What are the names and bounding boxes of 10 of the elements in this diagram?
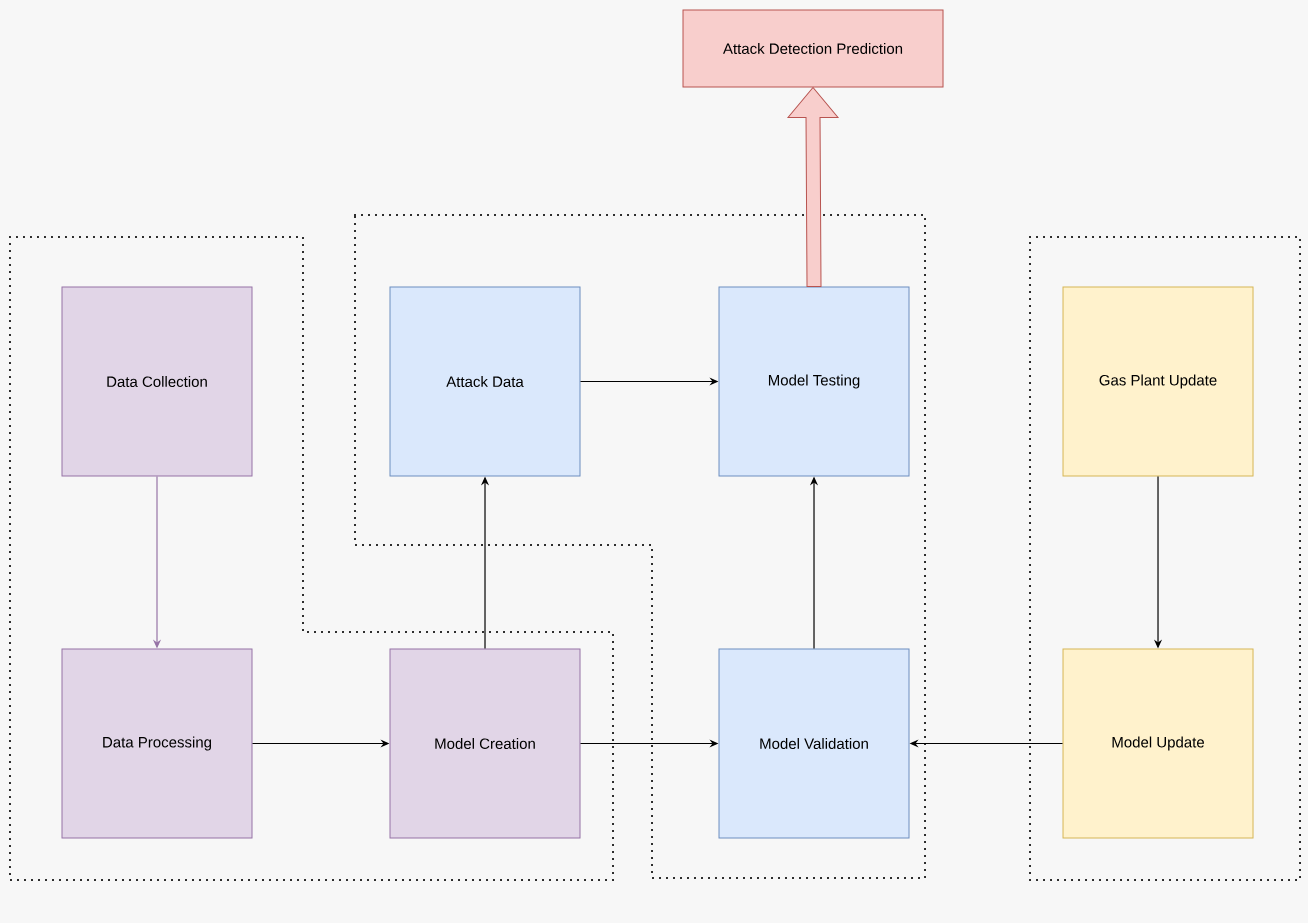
process-box: Attack Detection Prediction [682, 9, 944, 88]
process-box: Model Update [1062, 648, 1254, 839]
block-arrow [787, 87, 839, 287]
process-box: Gas Plant Update [1062, 286, 1254, 477]
process-box: Model Validation [718, 648, 910, 839]
process-box: Model Testing [718, 286, 910, 477]
process-box: Data Processing [61, 648, 253, 839]
process-box: Attack Data [389, 286, 581, 477]
process-box: Model Creation [389, 648, 581, 839]
process-box: Data Collection [61, 286, 253, 477]
